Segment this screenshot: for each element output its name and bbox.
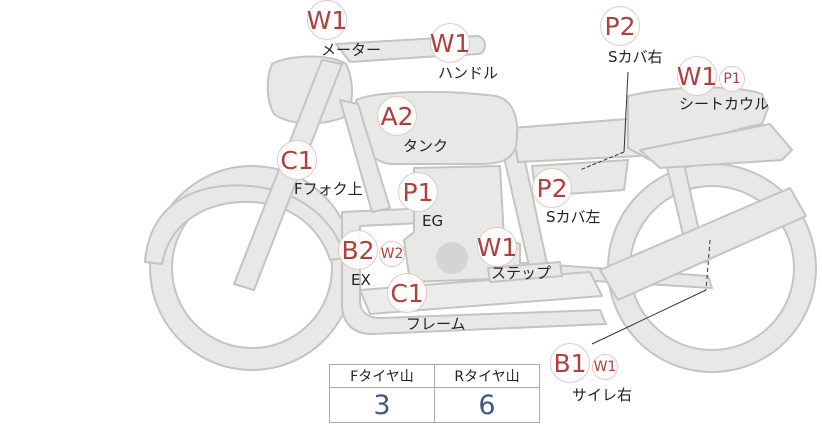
ffork-grade-badge: C1 xyxy=(277,140,317,180)
step-grade-badge: W1 xyxy=(477,227,517,267)
tank-grade-badge: A2 xyxy=(377,96,417,136)
ffork-label: Fフォク上 xyxy=(294,180,363,198)
fork-lower xyxy=(339,99,391,213)
leader-scover-right-h xyxy=(579,151,625,171)
ex-grade-badge: B2 xyxy=(338,230,378,270)
ex-grade-badge-secondary: W2 xyxy=(379,241,405,267)
leader-silencer-right-b xyxy=(591,289,707,345)
frame-grade-badge: C1 xyxy=(387,273,427,313)
tank-label: タンク xyxy=(403,137,449,155)
step-bar xyxy=(487,261,563,283)
rear-wheel xyxy=(607,163,817,373)
scover-left-label: Sカバ左 xyxy=(546,208,601,226)
seatcowl-label: シートカウル xyxy=(679,95,770,113)
leader-scover-right xyxy=(623,71,629,153)
seatcowl-grade-badge: W1 xyxy=(677,56,717,96)
rear-tail xyxy=(639,123,793,169)
handle-grade-badge: W1 xyxy=(430,23,470,63)
leader-silencer-right xyxy=(705,239,711,291)
meter-label: メーター xyxy=(321,41,382,59)
frame-body xyxy=(341,207,607,335)
scover-right-label: Sカバ右 xyxy=(608,48,663,66)
silencer-right-grade-badge-secondary: W1 xyxy=(592,354,618,380)
rear-tire-value: 6 xyxy=(434,387,540,423)
engine-cover xyxy=(436,242,468,274)
frame-label: フレーム xyxy=(406,315,466,333)
meter-grade-badge: W1 xyxy=(307,0,347,40)
ex-label: EX xyxy=(351,271,371,289)
step-label: ステップ xyxy=(491,264,552,282)
silencer xyxy=(599,187,807,301)
seatcowl-grade-badge-secondary: P1 xyxy=(719,66,745,92)
rear-tire-header: Rタイヤ山 xyxy=(434,364,540,388)
tire-tread-table: Fタイヤ山 Rタイヤ山 3 6 xyxy=(329,364,540,423)
handle-label: ハンドル xyxy=(438,64,499,82)
scover-right-grade-badge: P2 xyxy=(600,6,640,46)
front-tire-header: Fタイヤ山 xyxy=(329,364,435,388)
eg-grade-badge: P1 xyxy=(398,172,438,212)
silencer-right-grade-badge: B1 xyxy=(550,343,590,383)
eg-label: EG xyxy=(422,212,444,230)
silencer-right-label: サイレ右 xyxy=(572,386,633,404)
front-tire-value: 3 xyxy=(329,387,435,423)
scover-left-grade-badge: P2 xyxy=(532,168,572,208)
